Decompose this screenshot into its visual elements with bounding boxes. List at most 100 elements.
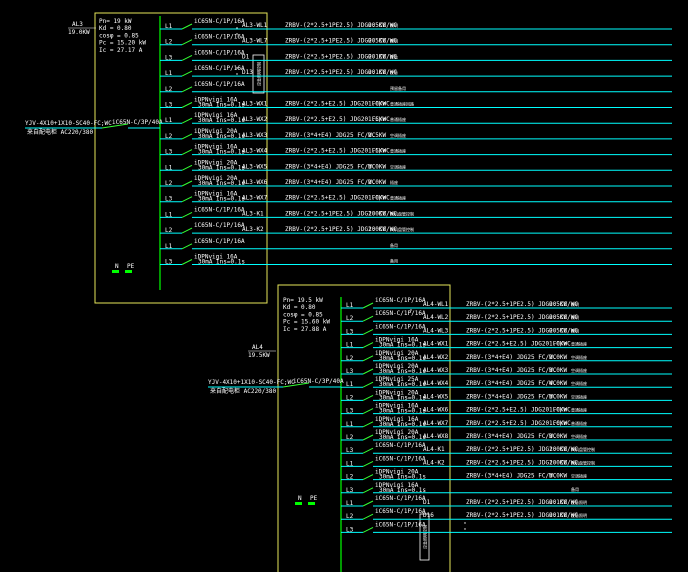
cable-label: ZRBV-(3*4+E4) JDG25 FC/WC xyxy=(466,393,557,400)
phase-label: L1 xyxy=(165,70,173,77)
phase-label: L1 xyxy=(165,164,173,171)
breaker-symbol xyxy=(181,39,193,46)
rcd-label: 30mA Ins=0.1s xyxy=(379,368,426,375)
cable-label: ZRBV-(2*2.5+1PE2.5) JDG20 CC/WC xyxy=(466,512,578,519)
use-label: 照明 xyxy=(571,302,579,307)
ellipsis-dot xyxy=(236,73,238,75)
breaker-symbol xyxy=(181,102,193,108)
breaker-symbol xyxy=(362,487,374,494)
rcd-label: 30mA Ins=0.1s xyxy=(379,381,426,388)
breaker-symbol xyxy=(362,342,374,349)
use-label: 应急 xyxy=(390,69,398,75)
cable-label: ZRBV-(3*4+E4) JDG25 FC/WC xyxy=(466,367,557,374)
breaker-label: iDPNvigi 16A xyxy=(194,191,238,198)
cable-label: ZRBV-(3*4+E4) JDG25 FC/WC xyxy=(285,179,376,186)
circuit-id: AL3-WX3 xyxy=(242,132,268,139)
breaker-label: iDPNvigi 16A xyxy=(194,144,238,151)
circuit-id: AL3-K1 xyxy=(242,210,264,217)
use-label: 照明 xyxy=(390,39,398,44)
circuit-id: AL3-WL1 xyxy=(242,22,268,29)
breaker-label: iDPNvigi 16A xyxy=(375,403,419,410)
ellipsis-dot xyxy=(236,33,238,35)
breaker-label: iC65N-C/1P/16A xyxy=(194,18,245,25)
panel-tag: AL3 xyxy=(72,21,83,28)
breaker-symbol xyxy=(362,394,374,401)
phase-label: L2 xyxy=(346,513,354,520)
circuit-id: AL3-WL7 xyxy=(242,38,268,45)
ellipsis-dot xyxy=(236,67,238,69)
use-label: 应急照明 xyxy=(571,499,587,505)
circuit-id: AL4-WL1 xyxy=(423,301,449,308)
circuit-id: AL3-WX7 xyxy=(242,195,268,202)
breaker-label: iDPNvigi 16A xyxy=(375,482,419,489)
phase-label: L2 xyxy=(165,86,173,93)
neutral-bar xyxy=(112,270,119,273)
breaker-symbol xyxy=(181,117,193,124)
phase-label: L2 xyxy=(346,474,354,481)
phase-label: L3 xyxy=(346,368,354,375)
breaker-label: iDPNvigi 20A xyxy=(194,175,238,182)
circuit-id: AL4-WL2 xyxy=(423,314,449,321)
main-breaker-label: iC65N-C/3P/40A xyxy=(112,119,163,126)
cable-label: ZRBV-(2*2.5+1PE2.5) JDG20 CC/WC xyxy=(466,459,578,466)
breaker-label: iDPNvigi 20A xyxy=(375,350,419,357)
breaker-symbol xyxy=(181,227,193,234)
cable-label: ZRBV-(2*2.5+1PE2.5) JDG20 CC/WC xyxy=(285,22,397,29)
cable-label: ZRBV-(2*2.5+1PE2.5) JDG20 CC/WC xyxy=(466,327,578,334)
power-label: 1.0KW xyxy=(549,446,567,453)
power-label: 0.1KW xyxy=(368,69,386,76)
phase-label: L2 xyxy=(165,39,173,46)
rcd-label: 30mA Ins=0.1s xyxy=(379,434,426,441)
power-label: 0.1KW xyxy=(549,499,567,506)
use-label: 空调插座 xyxy=(571,473,587,479)
use-label: 风机盘管控制 xyxy=(390,226,414,232)
breaker-symbol xyxy=(362,500,374,507)
phase-label: L3 xyxy=(165,196,173,203)
circuit-id: AL4-WL3 xyxy=(423,327,449,334)
breaker-label: iDPNvigi 16A xyxy=(194,112,238,119)
use-label: 空调插座 xyxy=(390,132,406,138)
cable-label: ZRBV-(2*2.5+E2.5) JDG20 FC/WC xyxy=(285,116,390,123)
cable-label: ZRBV-(2*2.5+1PE2.5) JDG20 CC/WC xyxy=(285,226,397,233)
power-label: 2.0KW xyxy=(549,354,567,361)
power-label: 0.5KW xyxy=(549,301,567,308)
circuit-id: AL4-WX7 xyxy=(423,420,449,427)
cable-label: ZRBV-(2*2.5+1PE2.5) JDG20 CC/WC xyxy=(466,499,578,506)
load-param: Kd = 0.80 xyxy=(283,304,316,311)
cable-label: ZRBV-(2*2.5+1PE2.5) JDG20 CC/WC xyxy=(285,69,397,76)
phase-label: L1 xyxy=(346,500,354,507)
incoming-source-label: 来自配电柜 AC220/380 xyxy=(210,387,277,395)
breaker-label: iDPNvigi 20A xyxy=(375,469,419,476)
phase-label: L3 xyxy=(165,149,173,156)
use-label: 普通插座 xyxy=(390,195,406,201)
breaker-label: iDPNvigi 20A xyxy=(375,429,419,436)
neutral-label: N xyxy=(115,263,119,270)
cable-label: ZRBV-(2*2.5+E2.5) JDG20 FC/WC xyxy=(466,420,571,427)
circuit-id: AL4-WX4 xyxy=(423,380,449,387)
use-label: 普通插座 xyxy=(571,341,587,347)
ellipsis-dot xyxy=(464,528,466,530)
use-label: 风机盘管控制 xyxy=(571,446,595,452)
circuit-id: AL4-WX2 xyxy=(423,354,449,361)
power-label: 3.0KW xyxy=(549,473,567,480)
load-param: Pc = 15.60 kW xyxy=(283,319,330,326)
breaker-label: iC65N-C/1P/16A xyxy=(375,455,426,462)
phase-label: L1 xyxy=(165,243,173,250)
breaker-symbol xyxy=(181,23,193,30)
phase-label: L3 xyxy=(346,328,354,335)
use-label: 插座 xyxy=(390,179,398,185)
power-label: 2.5KW xyxy=(368,132,386,139)
main-breaker-symbol xyxy=(282,382,310,388)
